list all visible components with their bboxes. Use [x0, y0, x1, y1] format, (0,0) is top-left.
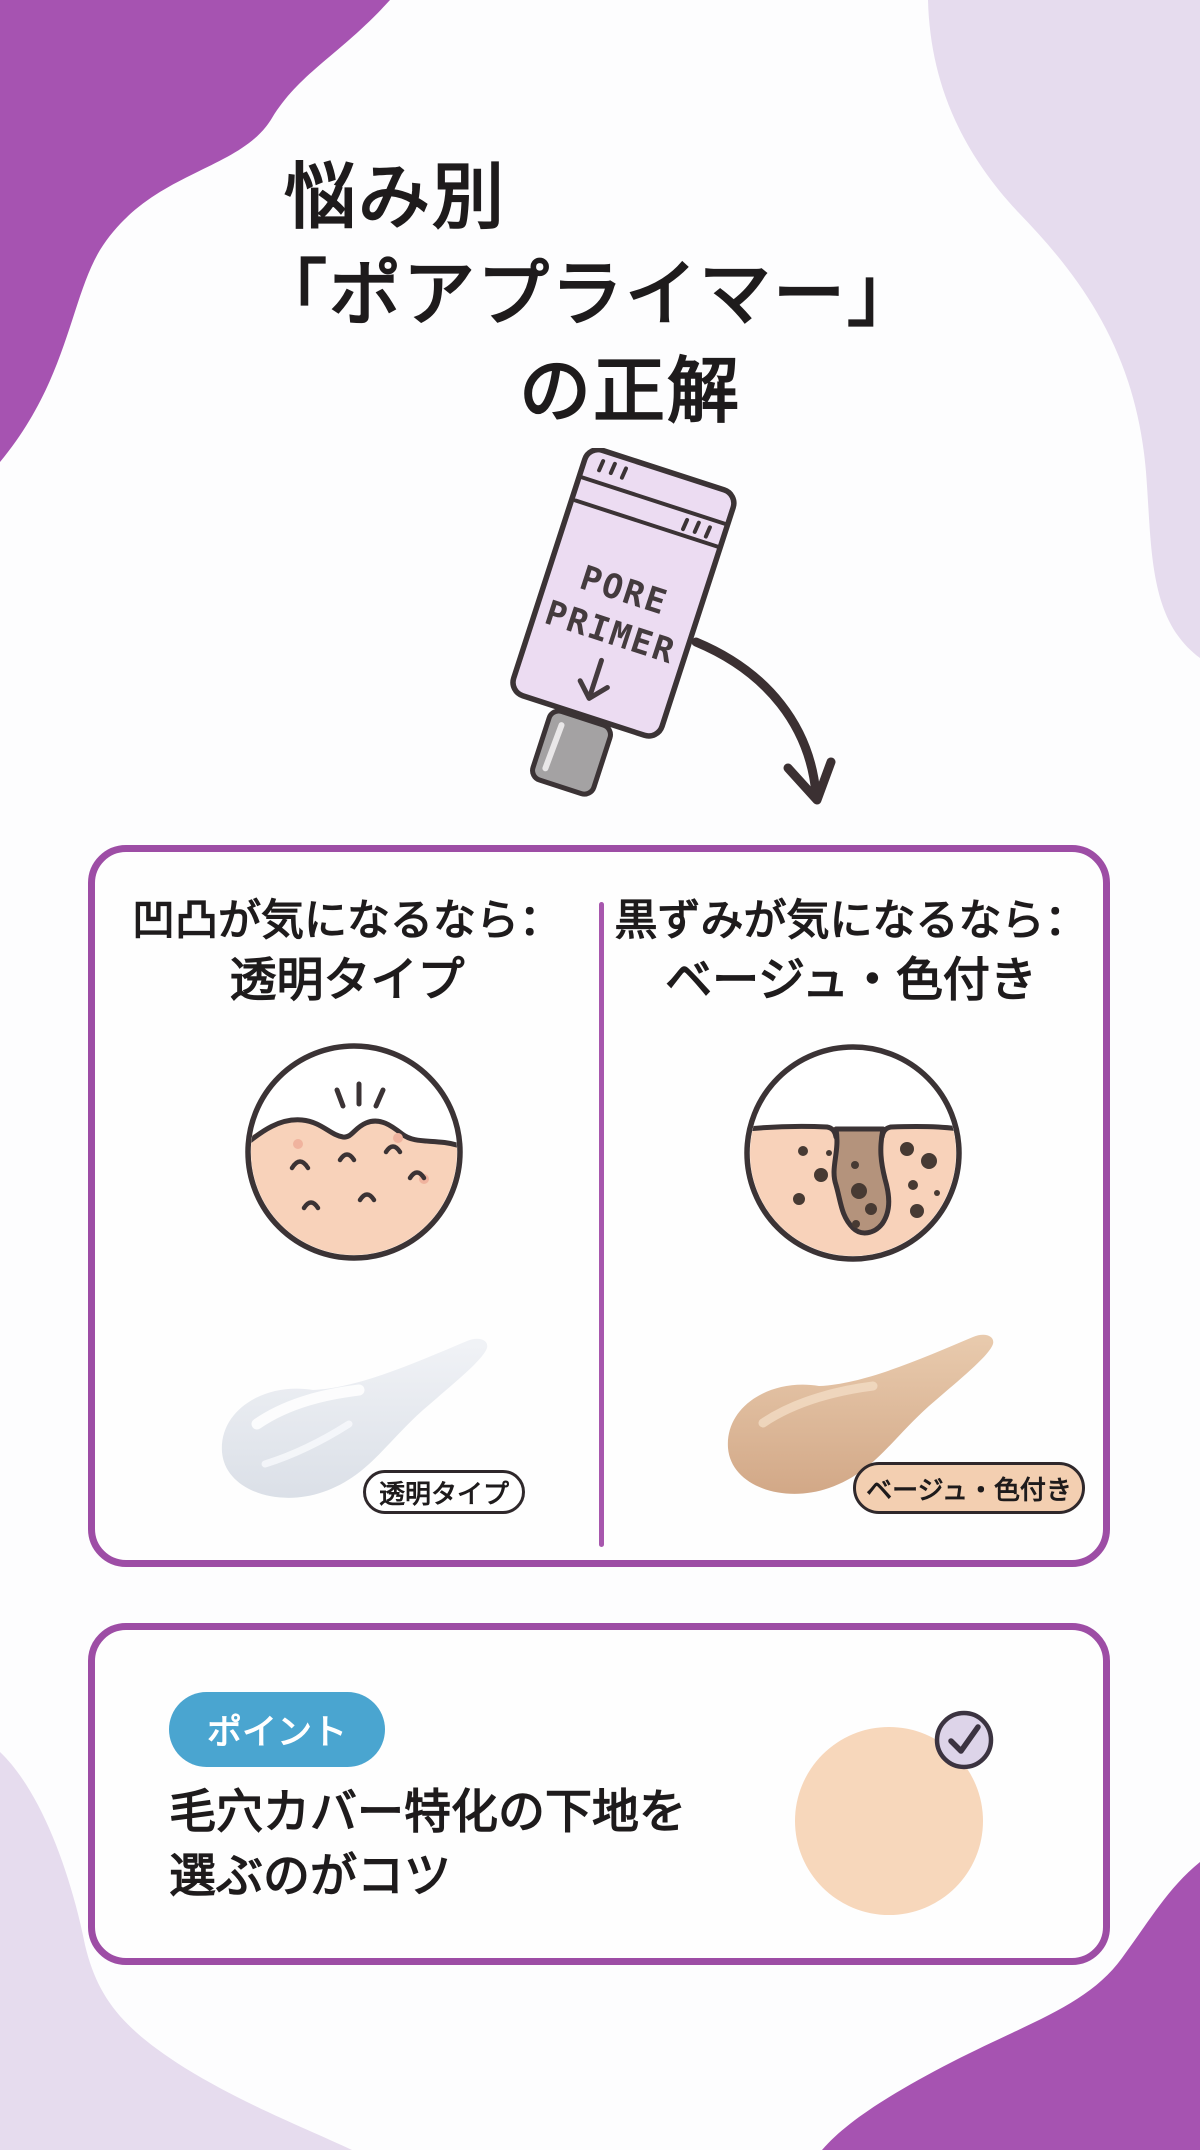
page-title: 悩み別 「ポアプライマー」 の正解 — [0, 150, 1200, 441]
skin-surface-line — [750, 1123, 956, 1140]
left-column-heading: 凹凸が気になるなら： 透明タイプ — [97, 892, 597, 1010]
right-heading-line-1: 黒ずみが気になるなら： — [614, 897, 1088, 945]
pore-primer-tube-icon: PORE PRIMER — [510, 448, 737, 797]
point-text-line-1: 毛穴カバー特化の下地を — [169, 1785, 686, 1838]
left-heading-line-1: 凹凸が気になるなら： — [132, 897, 562, 945]
point-text: 毛穴カバー特化の下地を 選ぶのがコツ — [169, 1780, 686, 1908]
blob-top-right — [928, 0, 1200, 658]
down-arrow-icon — [577, 657, 610, 701]
column-divider — [599, 902, 604, 1547]
point-badge: ポイント — [169, 1692, 386, 1767]
blob-bottom-left — [0, 1752, 352, 2150]
pore-bumps — [289, 1144, 427, 1211]
tube-cap-highlight — [542, 722, 565, 772]
clear-type-tag: 透明タイプ — [363, 1470, 525, 1514]
blackhead-dots — [793, 1142, 940, 1228]
clear-smear-icon — [221, 1338, 488, 1498]
tube-cap — [530, 708, 613, 797]
clogged-pore-icon — [744, 1044, 962, 1262]
title-line-1: 悩み別 — [283, 158, 506, 238]
curved-arrow-icon — [691, 637, 836, 805]
bumpy-skin-icon — [245, 1043, 463, 1261]
redness-spots — [293, 1133, 429, 1184]
title-line-2: 「ポアプライマー」 — [254, 255, 921, 335]
point-text-line-2: 選ぶのがコツ — [169, 1849, 451, 1902]
right-column-heading: 黒ずみが気になるなら： ベージュ・色付き — [601, 892, 1101, 1010]
point-card: ポイント 毛穴カバー特化の下地を 選ぶのがコツ — [88, 1623, 1110, 1965]
right-heading-line-2: ベージュ・色付き — [665, 953, 1037, 1006]
emphasis-marks — [334, 1081, 386, 1109]
tube-crimp-lines — [573, 459, 727, 549]
blob-top-left — [0, 0, 390, 462]
comparison-card: 凹凸が気になるなら： 透明タイプ 黒ずみが気になるなら： ベージュ・色付き — [88, 845, 1110, 1567]
check-circle-icon — [934, 1710, 994, 1770]
beige-type-tag: ベージュ・色付き — [853, 1462, 1085, 1514]
blob-bottom-right — [822, 1862, 1200, 2150]
left-heading-line-2: 透明タイプ — [229, 953, 465, 1006]
beige-smear-icon — [727, 1334, 994, 1494]
title-line-3: の正解 — [518, 352, 741, 432]
